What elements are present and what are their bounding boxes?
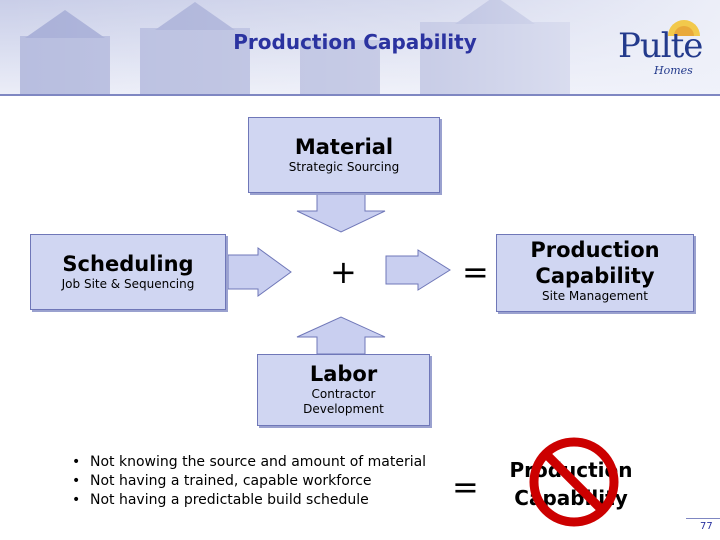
page-number-divider bbox=[686, 518, 720, 519]
header-divider bbox=[0, 94, 720, 96]
labor-box: Labor Contractor Development bbox=[257, 354, 430, 426]
scheduling-subtitle: Job Site & Sequencing bbox=[61, 277, 195, 291]
production-capability-box: Production Capability Site Management bbox=[496, 234, 694, 312]
header-banner bbox=[0, 0, 720, 96]
production-title-line1: Production bbox=[530, 238, 660, 262]
labor-title: Labor bbox=[309, 362, 378, 386]
production-subtitle: Site Management bbox=[542, 289, 648, 303]
material-box: Material Strategic Sourcing bbox=[248, 117, 440, 193]
pulte-logo: Pulte Homes bbox=[612, 14, 708, 80]
page-title: Production Capability bbox=[233, 30, 477, 54]
equals-sign-bottom: = bbox=[452, 468, 479, 506]
bullet-item: Not having a trained, capable workforce bbox=[72, 472, 426, 491]
labor-subtitle-line2: Development bbox=[303, 402, 384, 416]
prohibition-icon bbox=[529, 437, 619, 527]
bullet-list: Not knowing the source and amount of mat… bbox=[72, 453, 426, 510]
plus-sign: + bbox=[330, 253, 357, 291]
arrow-up-icon bbox=[296, 316, 386, 355]
labor-subtitle-line1: Contractor bbox=[311, 387, 376, 401]
scheduling-title: Scheduling bbox=[62, 252, 194, 276]
production-title-line2: Capability bbox=[535, 264, 655, 288]
arrow-right-icon bbox=[227, 247, 292, 297]
material-subtitle: Strategic Sourcing bbox=[288, 160, 400, 174]
page-number: 77 bbox=[700, 521, 713, 532]
bullet-item: Not having a predictable build schedule bbox=[72, 491, 426, 510]
logo-wordmark: Pulte bbox=[618, 26, 703, 66]
arrow-right-icon bbox=[385, 249, 451, 291]
arrow-down-icon bbox=[296, 189, 386, 233]
scheduling-box: Scheduling Job Site & Sequencing bbox=[30, 234, 226, 310]
material-title: Material bbox=[294, 135, 394, 159]
logo-subtitle: Homes bbox=[654, 64, 693, 77]
banner-fade bbox=[0, 0, 720, 96]
equals-sign: = bbox=[462, 253, 489, 291]
sun-icon bbox=[668, 20, 700, 36]
bullet-item: Not knowing the source and amount of mat… bbox=[72, 453, 426, 472]
